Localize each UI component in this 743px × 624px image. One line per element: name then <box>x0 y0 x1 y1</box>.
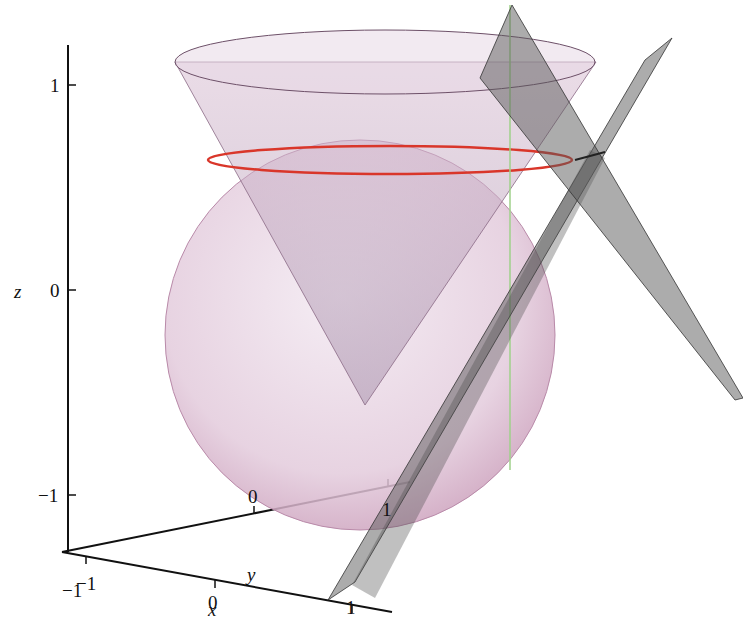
axis-title: z <box>14 282 21 301</box>
tick-label: 0 <box>248 487 258 506</box>
normal-plane <box>480 5 743 400</box>
tick-label: 1 <box>50 76 60 95</box>
tick-label: −1 <box>38 486 58 505</box>
axis-title: y <box>247 565 255 584</box>
tangent-plane <box>328 38 672 600</box>
intersection-circle <box>208 146 572 174</box>
tick-label: 1 <box>346 598 356 617</box>
plane-shade <box>352 150 605 598</box>
tick-label: −1 <box>62 581 82 600</box>
tangent-vector <box>575 152 605 160</box>
tick-label: 0 <box>50 281 60 300</box>
axis-title: x <box>208 600 216 619</box>
tick-label: 1 <box>382 500 392 519</box>
z-axis <box>67 45 69 552</box>
